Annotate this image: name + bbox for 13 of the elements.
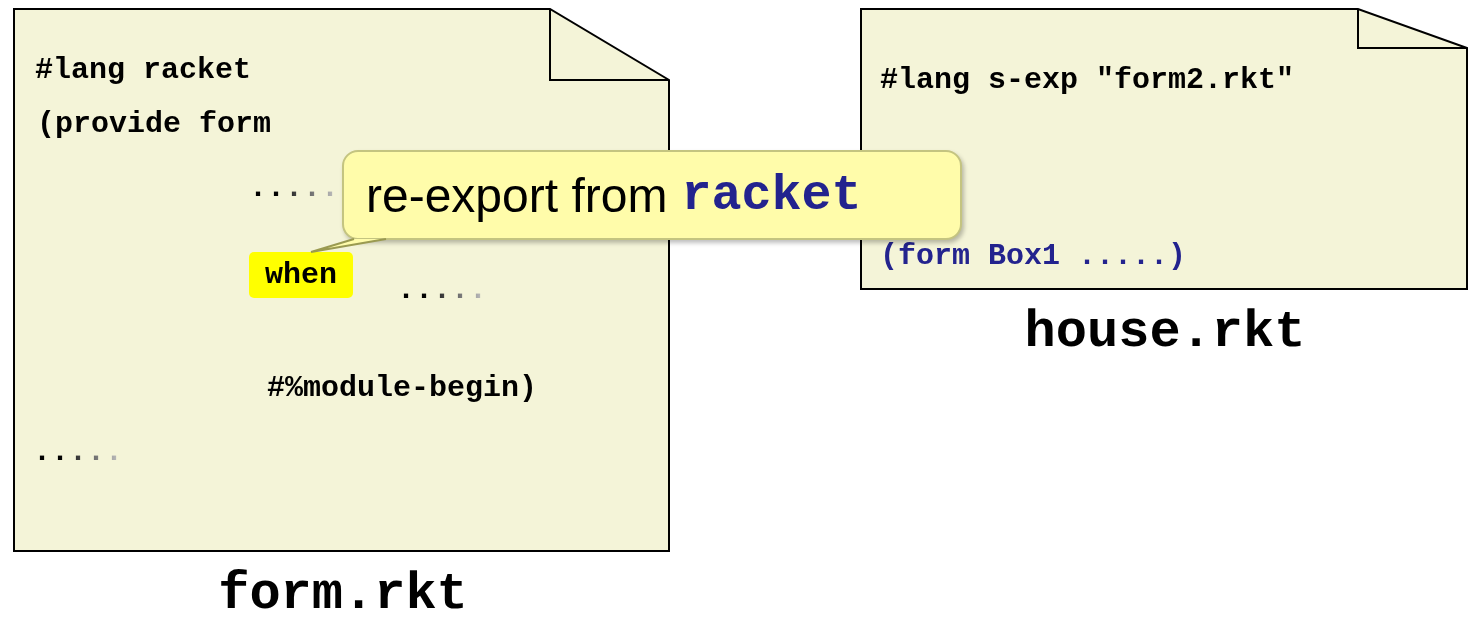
code-line: #lang racket [35,52,252,89]
file-name: form.rkt [218,565,468,619]
callout-text: re-export from [366,167,668,223]
code-line: #lang s-exp "form2.rkt" [880,62,1295,99]
code-line: #%module-begin) [267,370,538,407]
highlighted-keyword: when [249,252,353,298]
document-page [13,8,670,552]
code-word: racket [681,166,862,224]
document-page [860,8,1468,290]
file-name: house.rkt [1024,303,1306,362]
code-line: (provide form [37,106,272,143]
callout-pointer [310,238,387,253]
code-line: (form Box1 .....) [880,238,1187,275]
